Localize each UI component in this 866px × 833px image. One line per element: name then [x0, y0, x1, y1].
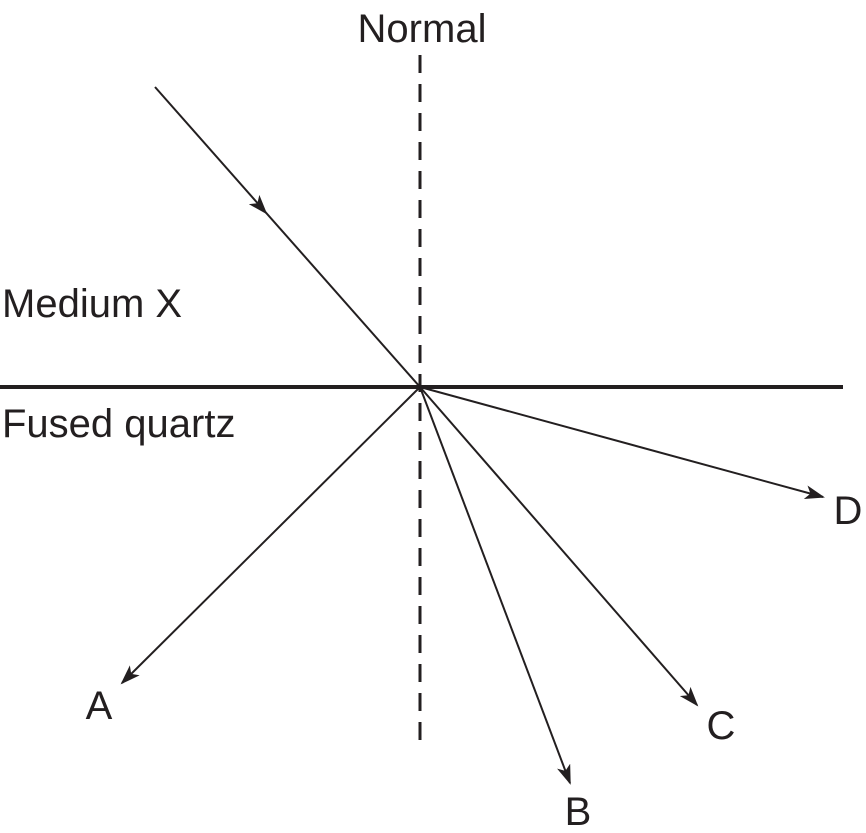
ray-c	[419, 386, 699, 707]
fused-quartz-label: Fused quartz	[2, 402, 235, 446]
ray-d-label: D	[834, 489, 863, 533]
medium-x-label: Medium X	[2, 282, 182, 326]
ray-b-label: B	[565, 790, 592, 833]
ray-c-label: C	[707, 704, 736, 748]
ray-a-label: A	[86, 684, 113, 728]
ray-b	[419, 386, 571, 785]
incident-ray-arrow	[248, 194, 268, 215]
ray-a	[120, 386, 421, 685]
ray-d	[419, 386, 825, 500]
incident-ray	[154, 86, 421, 388]
normal-label: Normal	[358, 7, 487, 51]
